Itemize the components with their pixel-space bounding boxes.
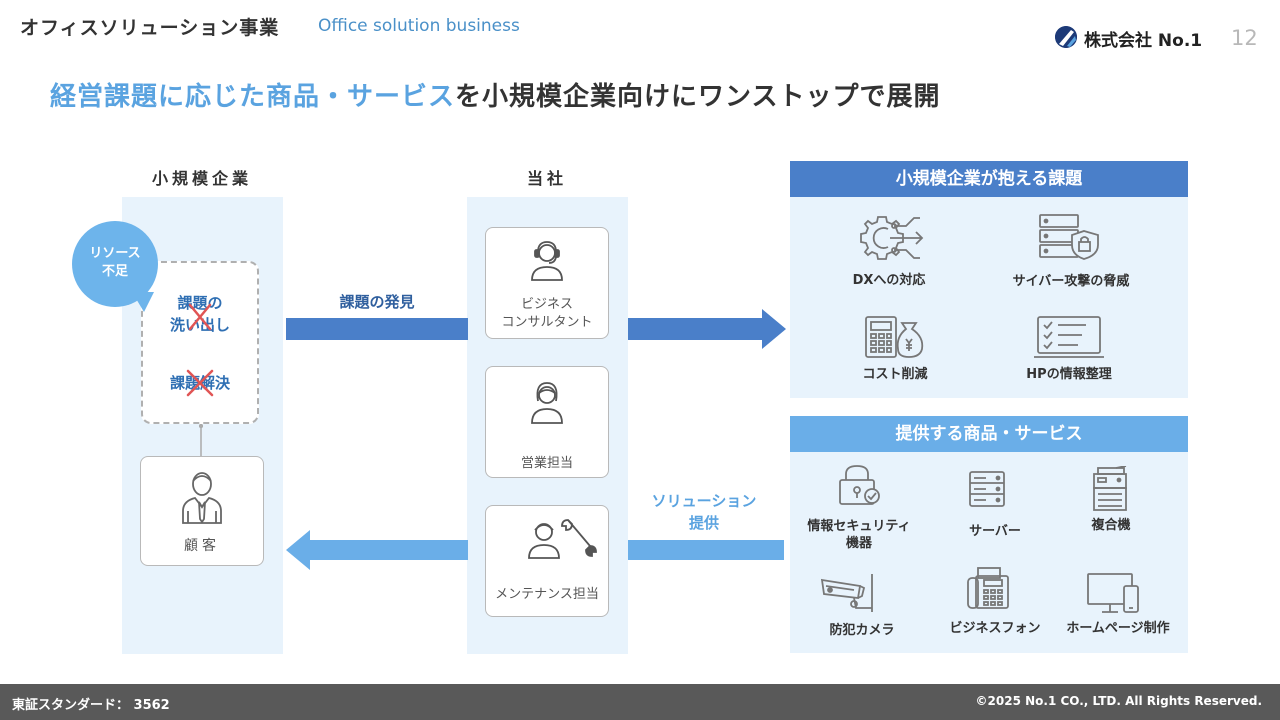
service-copier: 複合機: [1091, 518, 1131, 533]
sales-label: 営業担当: [520, 456, 573, 471]
issue-hp: HPの情報整理: [1026, 367, 1112, 382]
copier-icon: [1092, 466, 1128, 512]
headline-highlight: 経営課題に応じた商品・サービス: [50, 82, 456, 112]
service-security: 情報セキュリティ 機器: [797, 518, 921, 552]
service-server: サーバー: [969, 524, 1021, 539]
business-phone-icon: [966, 566, 1010, 612]
headline-rest: を小規模企業向けにワンストップで展開: [455, 82, 941, 112]
page-number: 12: [1231, 26, 1258, 50]
customer-label: 顧客: [184, 538, 220, 554]
company-logo-icon: [1055, 26, 1077, 48]
arrow-left-2: [286, 530, 468, 570]
issues-title: 小規模企業が抱える課題: [790, 161, 1188, 197]
consultant-card: ビジネス コンサルタント: [485, 227, 609, 339]
worker-wrench-icon: [528, 516, 600, 560]
security-lock-icon: [838, 464, 882, 506]
section-title: オフィスソリューション事業: [20, 17, 280, 39]
bubble-tail: [132, 292, 154, 314]
service-security-line2: 機器: [845, 536, 872, 551]
footer-bar: [0, 684, 1280, 720]
woman-icon: [527, 379, 567, 425]
copyright: ©2025 No.1 CO., LTD. All Rights Reserved…: [975, 694, 1262, 708]
stock-listing: 東証スタンダード： 3562: [12, 698, 170, 713]
sales-card: 営業担当: [485, 366, 609, 478]
consultant-label-line1: ビジネス: [520, 297, 573, 312]
service-website: ホームページ制作: [1066, 621, 1170, 636]
our-company-label: 当社: [526, 169, 567, 188]
consultant-label-line2: コンサルタント: [501, 315, 593, 330]
calculator-money-icon: [864, 315, 926, 359]
cross-icon: [186, 369, 214, 397]
issue-cost: コスト削減: [862, 367, 928, 382]
bubble-line2: 不足: [101, 264, 128, 279]
services-panel: [790, 416, 1188, 653]
security-camera-icon: [820, 572, 878, 614]
businessman-icon: [177, 467, 227, 525]
dx-gear-icon: [854, 211, 926, 265]
task-identify-line1: 課題の: [177, 294, 223, 312]
arrow-right-2: [628, 309, 786, 349]
customer-card: 顧客: [140, 456, 264, 566]
tasks-box: [141, 261, 259, 424]
services-title: 提供する商品・サービス: [790, 416, 1188, 452]
service-camera: 防犯カメラ: [829, 623, 895, 638]
maintenance-label: メンテナンス担当: [495, 587, 599, 602]
solution-label-line2: 提供: [688, 514, 719, 532]
server-lock-icon: [1038, 213, 1102, 261]
section-subtitle: Office solution business: [318, 16, 520, 36]
task-identify: 課題の 洗い出し: [141, 292, 259, 336]
discovery-label: 課題の発見: [339, 293, 415, 311]
issue-cyber: サイバー攻撃の脅威: [1012, 274, 1130, 289]
arrow-left-1: [628, 540, 784, 560]
headline: 経営課題に応じた商品・サービスを小規模企業向けにワンストップで展開: [50, 76, 941, 113]
issue-dx: DXへの対応: [852, 273, 926, 288]
headset-person-icon: [527, 238, 567, 282]
consultant-label: ビジネス コンサルタント: [486, 296, 608, 332]
maintenance-card: メンテナンス担当: [485, 505, 609, 617]
monitor-smartphone-icon: [1086, 572, 1140, 614]
small-business-label: 小規模企業: [151, 169, 252, 188]
service-security-line1: 情報セキュリティ: [807, 519, 911, 534]
solution-label: ソリューション 提供: [628, 490, 780, 534]
monitor-checklist-icon: [1034, 315, 1104, 359]
cross-icon: [188, 303, 212, 331]
issues-panel: [790, 161, 1188, 398]
company-name: 株式会社 No.1: [1084, 31, 1203, 51]
server-icon: [968, 470, 1006, 508]
task-identify-line2: 洗い出し: [169, 316, 230, 334]
bubble-line1: リソース: [89, 246, 141, 261]
arrow-right-1: [286, 318, 468, 340]
connector-line: [199, 424, 203, 458]
service-phone: ビジネスフォン: [949, 621, 1041, 636]
solution-label-line1: ソリューション: [651, 492, 757, 510]
